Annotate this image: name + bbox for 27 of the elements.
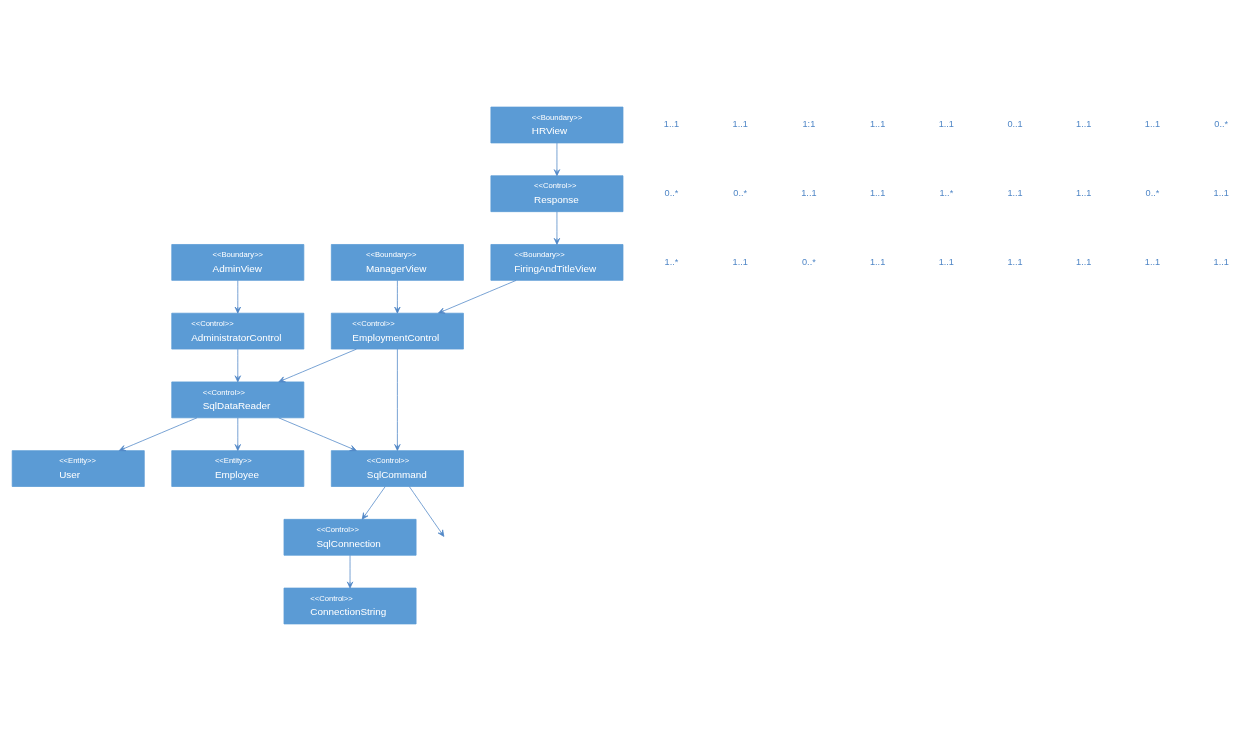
label: 0..* <box>733 187 748 198</box>
label: 1..1 <box>1213 256 1229 267</box>
label: 0..* <box>1214 118 1229 129</box>
label: 1..* <box>664 256 679 267</box>
label: 1..1 <box>938 256 954 267</box>
label: 1..1 <box>1213 187 1229 198</box>
label: 1..1 <box>869 256 886 267</box>
label: 1..1 <box>732 256 748 267</box>
label: 1..1 <box>869 187 886 198</box>
label: 1..1 <box>1144 118 1161 129</box>
label: 1..1 <box>801 187 817 198</box>
label: 0..* <box>1145 187 1160 198</box>
label: 1..1 <box>1076 187 1092 198</box>
label: 1..1 <box>869 118 886 129</box>
label: 0..1 <box>1007 118 1023 129</box>
label: 1:1 <box>802 118 816 129</box>
label: 1..1 <box>1007 187 1023 198</box>
label: 1..1 <box>1076 118 1092 129</box>
label: 1..1 <box>663 118 680 129</box>
label: 1..1 <box>732 118 748 129</box>
label: 0..* <box>664 187 679 198</box>
label: 1..1 <box>1007 256 1023 267</box>
label: 0..* <box>802 256 816 267</box>
label: 1..1 <box>1144 256 1161 267</box>
label: 1..1 <box>1076 256 1092 267</box>
label: 1..* <box>939 187 954 198</box>
label: 1..1 <box>938 118 954 129</box>
